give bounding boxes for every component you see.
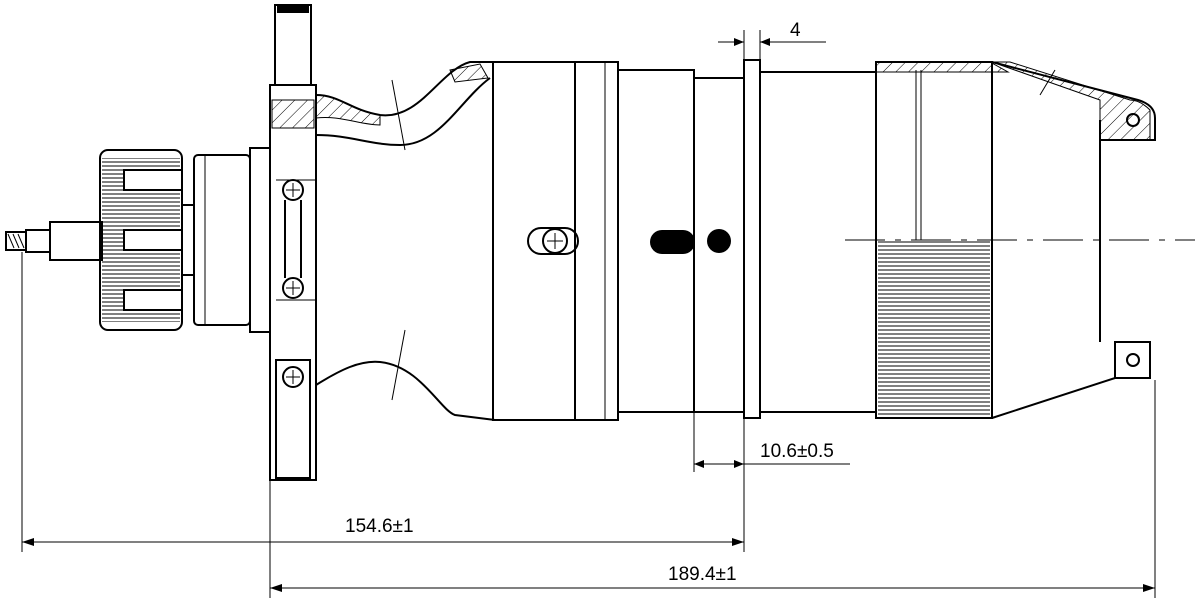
body-slot xyxy=(650,229,731,254)
contact-pin xyxy=(5,221,103,261)
dimension-nut-width: 10.6±0.5 xyxy=(693,412,850,472)
body-screw xyxy=(527,227,579,255)
dimension-length-b: 189.4±1 xyxy=(269,380,1156,598)
screw-bottom xyxy=(282,366,304,388)
dimension-nut-label: 10.6±0.5 xyxy=(760,441,834,462)
screw-upper xyxy=(282,179,304,278)
dimension-gap-top: 4 xyxy=(718,20,826,60)
body-neck xyxy=(193,147,271,333)
back-shell xyxy=(991,61,1156,419)
dimension-gap-label: 4 xyxy=(790,20,801,41)
dimension-length-b-label: 189.4±1 xyxy=(668,564,737,585)
coupling-sleeve xyxy=(759,61,1010,419)
dimension-length-a-label: 154.6±1 xyxy=(345,516,414,537)
mounting-flange xyxy=(269,4,317,481)
knurled-nut xyxy=(99,149,195,331)
shell-transition xyxy=(315,61,496,421)
dimension-length-a: 154.6±1 xyxy=(21,252,745,552)
screw-lower xyxy=(282,277,304,299)
